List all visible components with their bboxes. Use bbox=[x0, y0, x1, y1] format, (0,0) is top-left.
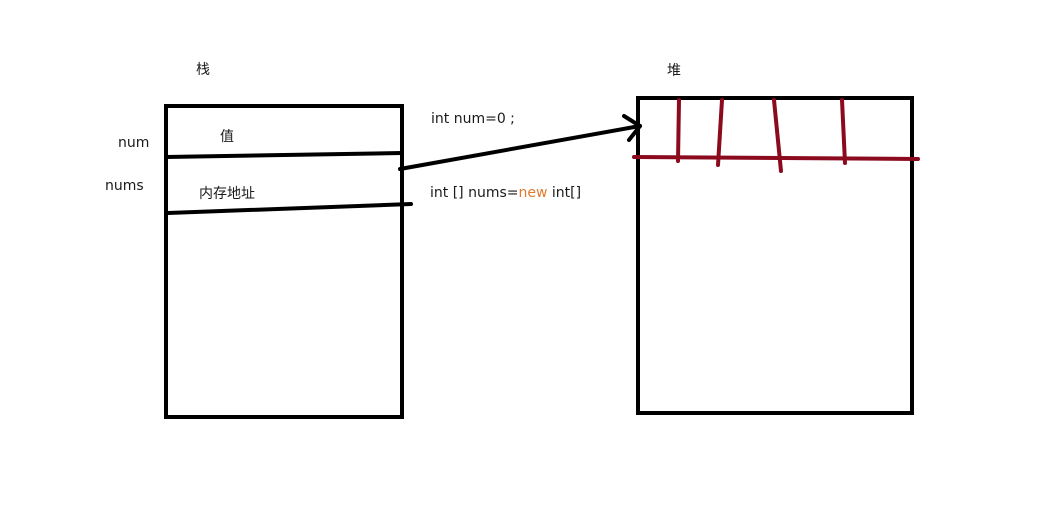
heap-title: 堆 bbox=[667, 63, 681, 79]
heap-cell-divider-4 bbox=[840, 98, 847, 165]
stack-cell-value: 值 bbox=[220, 129, 234, 145]
heap-cell-divider-1 bbox=[676, 98, 681, 163]
stack-divider-2 bbox=[166, 202, 413, 215]
reference-arrow bbox=[398, 114, 642, 171]
stack-divider-1 bbox=[164, 151, 404, 159]
var-nums-label: nums bbox=[105, 178, 144, 194]
heap-array-baseline bbox=[632, 155, 920, 161]
heap-array-cells bbox=[632, 98, 920, 173]
heap-cell-divider-3 bbox=[772, 98, 783, 173]
heap-cell-divider-2 bbox=[716, 98, 724, 167]
code-nums-type: int[] bbox=[547, 185, 582, 201]
code-line-nums: int [] nums=new int[] bbox=[430, 184, 581, 202]
code-line-num: int num=0 ; bbox=[431, 111, 515, 127]
stack-title: 栈 bbox=[196, 62, 210, 78]
stack-cell-address: 内存地址 bbox=[199, 186, 255, 202]
stack-box bbox=[164, 104, 404, 419]
code-new-keyword: new bbox=[518, 185, 548, 201]
var-num-label: num bbox=[118, 135, 150, 151]
code-nums-declaration: int [] nums= bbox=[430, 185, 519, 201]
heap-box bbox=[636, 96, 914, 415]
